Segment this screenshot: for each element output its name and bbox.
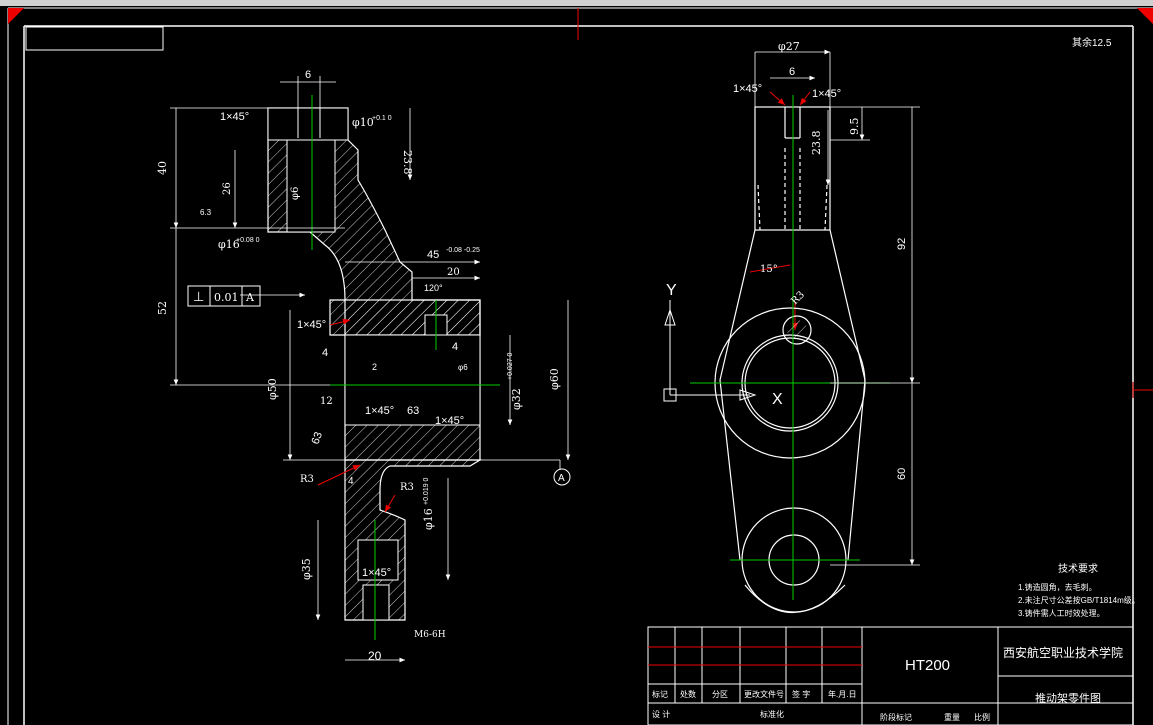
tech-item-1: 1.铸造圆角，去毛刺。 (1018, 582, 1097, 592)
tech-item-2: 2.未注尺寸公差按GB/T1814m级。 (1018, 595, 1140, 605)
datum-label: A (558, 473, 565, 484)
dim-20: 20 (447, 267, 460, 278)
dim-r-phi27: φ27 (778, 40, 800, 53)
dim-phi60: φ60 (548, 368, 561, 390)
bot-2: 阶段标记 (880, 712, 912, 722)
dim-40: 40 (156, 161, 169, 175)
hdr-2: 分区 (712, 690, 728, 699)
dim-d10: φ10 (352, 116, 374, 129)
bot-0: 设 计 (652, 709, 670, 719)
dim-phi16b-tol: +0.019 0 (423, 477, 430, 505)
left-dimension-lines (170, 76, 571, 663)
right-center-lines (690, 95, 890, 600)
dim-chamfer-5: 1×45° (362, 567, 391, 579)
dim-12: 12 (320, 396, 333, 407)
left-section-view (267, 95, 500, 640)
tol-value: 0.01 (214, 291, 239, 304)
material-text: HT200 (905, 657, 950, 674)
dim-45: 45 (427, 249, 439, 261)
title-block-red-lines (648, 646, 862, 666)
dim-ra63: 63 (407, 405, 419, 417)
hdr-0: 标记 (652, 689, 668, 699)
hdr-5: 年.月.日 (828, 689, 856, 699)
dim-d16-tol: +0.08 0 (236, 237, 260, 244)
dim-ra-6-3: 6.3 (200, 208, 212, 217)
dim-r-r3: R3 (789, 290, 807, 308)
dim-2: 2 (372, 362, 377, 372)
title-block (647, 626, 1134, 725)
dim-chamfer-1: 1×45° (220, 111, 249, 123)
top-right-note: 其余12.5 (1072, 36, 1112, 49)
dim-4b: 4 (452, 341, 458, 353)
dim-chamfer-4: 1×45° (435, 415, 464, 427)
dim-chamfer-3: 1×45° (365, 405, 394, 417)
tech-requirements: 技术要求 1.铸造圆角，去毛刺。 2.未注尺寸公差按GB/T1814m级。 3.… (1018, 562, 1140, 618)
hdr-1: 处数 (680, 689, 696, 699)
drawing-name: 推动架零件图 (1035, 691, 1101, 705)
dim-phi32-tol: +0.027 0 (507, 352, 514, 380)
dim-4a: 4 (322, 347, 328, 359)
dim-ra63b: 63 (310, 430, 325, 446)
tolerance-frame: ⊥ 0.01 A (187, 285, 261, 307)
dim-r-chamfer-2: 1×45° (812, 88, 841, 100)
dim-phi50: φ50 (266, 378, 279, 400)
hdr-4: 签 字 (792, 689, 810, 699)
bot-1: 标准化 (760, 709, 784, 719)
tech-title: 技术要求 (1058, 562, 1098, 575)
dim-120: 120° (424, 283, 443, 293)
ucs-y-label: Y (666, 282, 677, 299)
dim-phi16b: φ16 (422, 508, 435, 530)
pin-hole-hatch (787, 320, 807, 340)
dim-r-9-5: 9.5 (848, 118, 861, 136)
ucs-x-label: X (772, 391, 783, 408)
top-strip (0, 0, 1153, 6)
dim-m6: M6-6H (414, 630, 446, 640)
dim-d10-tol: +0.1 0 (372, 115, 392, 122)
dim-20b: 20 (368, 649, 382, 663)
dim-45-tol: -0.08 -0.25 (446, 247, 480, 254)
dim-6: 6 (305, 69, 311, 81)
dim-phi6: φ6 (290, 187, 301, 200)
right-dimension-texts: φ27 6 1×45° 1×45° 9.5 23.8 92 15° R3 60 (733, 40, 908, 480)
dim-4c: 4 (348, 476, 354, 487)
dim-r-92: 92 (896, 238, 908, 250)
dim-r-60: 60 (896, 468, 908, 480)
ucs-icon: Y X (663, 282, 783, 408)
dim-26: 26 (222, 182, 233, 195)
dim-r-23-8: 23.8 (810, 131, 823, 156)
dim-r3b: R3 (400, 482, 414, 493)
dim-phi6b: φ6 (458, 363, 468, 372)
dim-52: 52 (156, 301, 169, 315)
dim-d16: φ16 (218, 238, 240, 251)
hdr-3: 更改文件号 (744, 689, 784, 699)
right-front-view (714, 106, 866, 614)
left-dimension-texts: 6 1×45° φ10 +0.1 0 23.8 40 26 φ6 6.3 φ16… (156, 69, 561, 663)
tech-item-3: 3.铸件需人工时效处理。 (1018, 608, 1105, 618)
dim-r-15deg: 15° (760, 264, 778, 275)
sheet-frame (7, 7, 1153, 725)
right-dimension-lines (754, 49, 920, 566)
bot-4: 比例 (974, 712, 990, 722)
bot-3: 重量 (944, 712, 960, 722)
title-block-texts: HT200 西安航空职业技术学院 推动架零件图 标记 处数 分区 更改文件号 签… (652, 645, 1123, 722)
school-name: 西安航空职业技术学院 (1003, 645, 1123, 660)
dim-r3: R3 (300, 474, 314, 485)
dim-phi32: φ32 (510, 388, 523, 410)
tol-datum: A (245, 291, 255, 304)
dim-chamfer-2: 1×45° (297, 319, 326, 331)
dim-r-chamfer-1: 1×45° (733, 83, 762, 95)
dim-phi35: φ35 (300, 558, 313, 580)
dim-r-6: 6 (789, 66, 795, 78)
datum-symbol: A (553, 468, 571, 486)
dim-23-8: 23.8 (401, 150, 414, 175)
tol-symbol: ⊥ (193, 289, 204, 304)
